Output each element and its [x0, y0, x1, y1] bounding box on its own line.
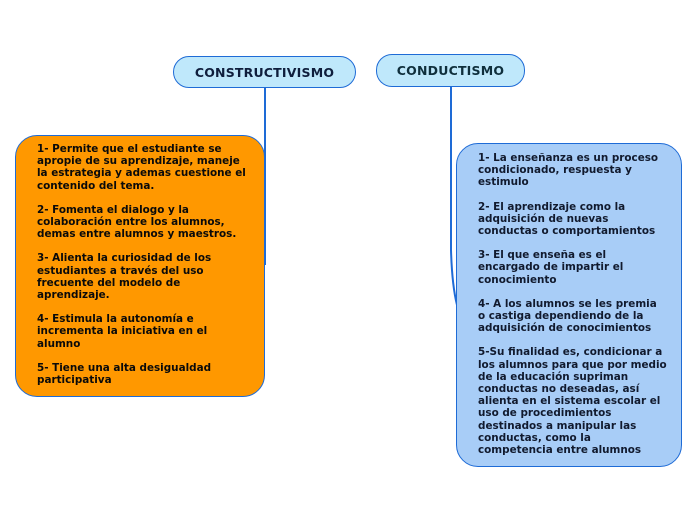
constructivismo-item-4: 4- Estimula la autonomía e incrementa la…: [37, 313, 208, 350]
conductismo-title-node[interactable]: CONDUCTISMO: [376, 54, 525, 87]
constructivismo-item-5: 5- Tiene una alta desigualdad participat…: [37, 361, 212, 387]
constructivismo-title-node[interactable]: CONSTRUCTIVISMO: [173, 56, 356, 88]
conductismo-title: CONDUCTISMO: [396, 63, 505, 78]
constructivismo-item-2: 2- Fomenta el dialogo y la colaboración …: [37, 203, 237, 241]
conductismo-item-5: 5-Su finalidad es, condicionar a los alu…: [478, 346, 667, 457]
conductismo-item-4: 4- A los alumnos se les premia o castiga…: [478, 297, 657, 335]
conductismo-item-2: 2- El aprendizaje como la adquisición de…: [478, 200, 656, 238]
constructivismo-item-3: 3- Alienta la curiosidad de los estudian…: [37, 252, 212, 302]
conductismo-item-3: 3- El que enseña es el encargado de impa…: [478, 249, 624, 286]
conductismo-detail-card[interactable]: 1- La enseñanza es un proceso condiciona…: [456, 143, 682, 467]
constructivismo-item-1: 1- Permite que el estudiante se apropie …: [37, 143, 246, 192]
constructivismo-title: CONSTRUCTIVISMO: [194, 64, 335, 80]
conductismo-item-1: 1- La enseñanza es un proceso condiciona…: [478, 152, 659, 189]
constructivismo-detail-card[interactable]: 1- Permite que el estudiante se apropie …: [15, 135, 265, 397]
